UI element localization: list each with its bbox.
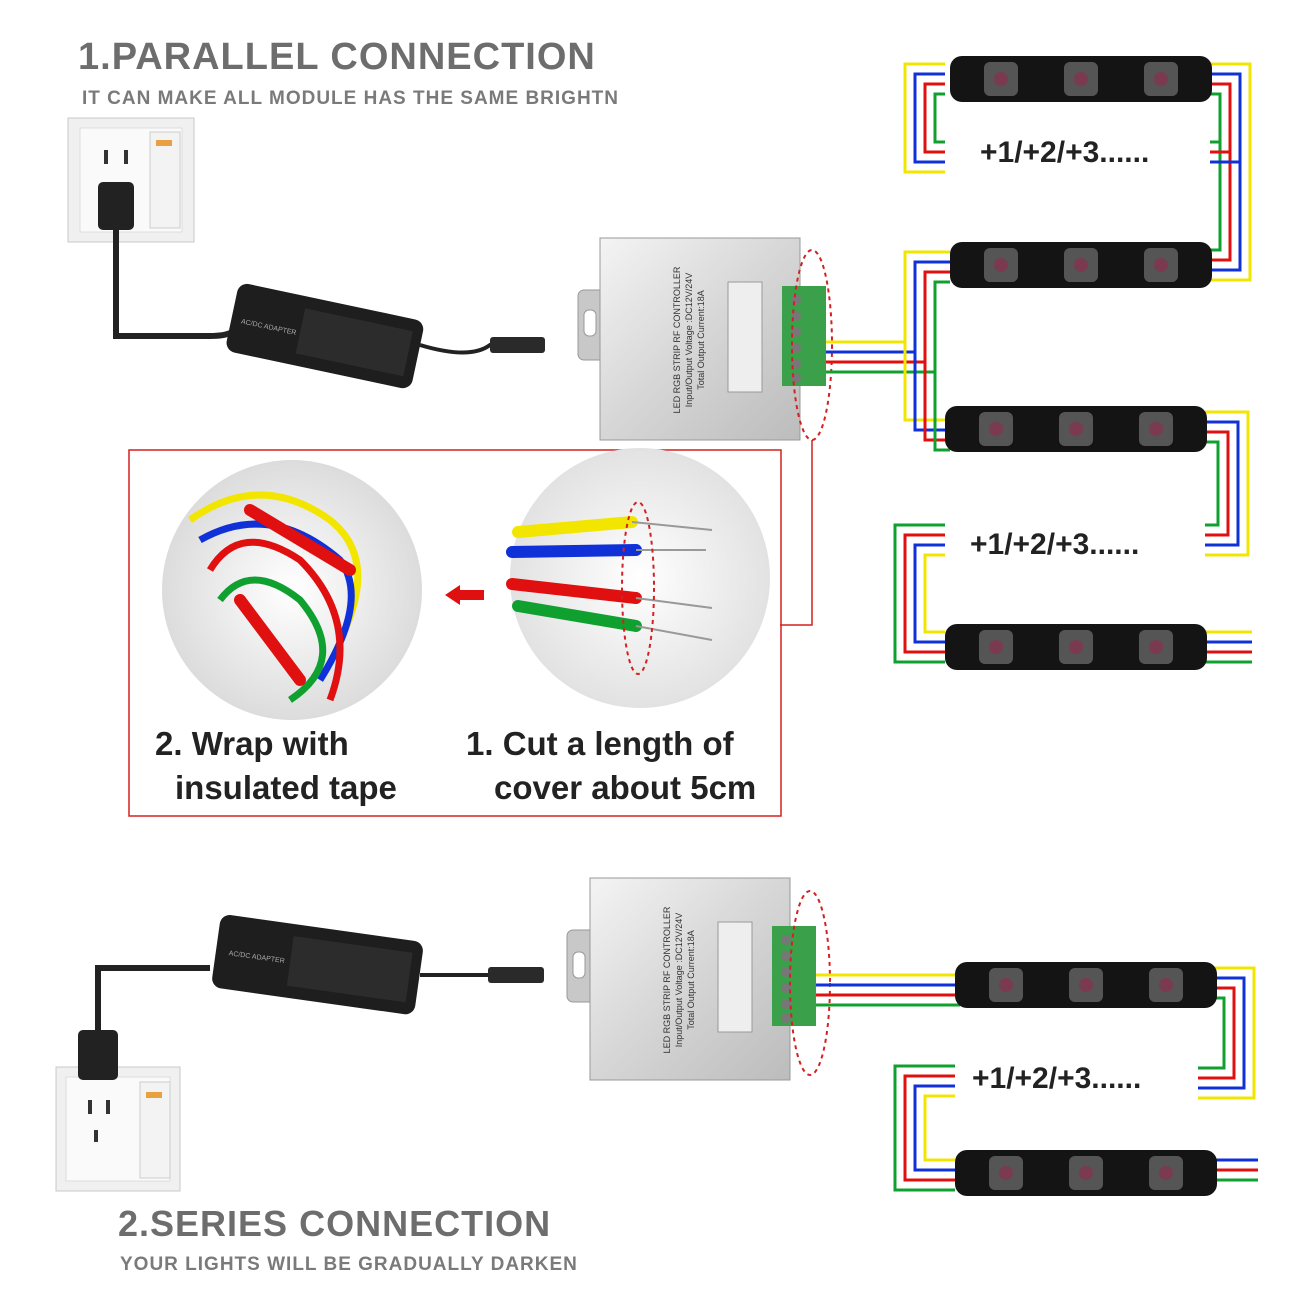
controller-line1: LED RGB STRIP RF CONTROLLER xyxy=(672,266,682,413)
series-subtitle: YOUR LIGHTS WILL BE GRADUALLY DARKEN xyxy=(120,1254,578,1275)
continuation-label: +1/+2/+3...... xyxy=(980,136,1150,169)
led-module xyxy=(955,1150,1217,1196)
wrap-step-line2: insulated tape xyxy=(175,769,397,806)
plug-bottom xyxy=(78,965,210,1080)
cut-step-line1: 1. Cut a length of xyxy=(466,725,734,762)
controller-line1: LED RGB STRIP RF CONTROLLER xyxy=(662,906,672,1053)
instruction-box xyxy=(128,449,782,817)
cut-wires-photo xyxy=(506,448,770,708)
controller-line3: Total Output Current:18A xyxy=(696,290,706,390)
controller-line2: Input/Output Voltage :DC12V/24V xyxy=(684,273,694,408)
power-adapter-bottom: AC/DC ADAPTER xyxy=(212,915,544,1015)
rgb-controller-top: LED RGB STRIP RF CONTROLLER Input/Output… xyxy=(577,237,826,441)
callout-line xyxy=(780,440,813,626)
led-module xyxy=(950,242,1212,288)
wrapped-wires-photo xyxy=(162,460,422,720)
led-module xyxy=(945,624,1207,670)
arrow-left-icon-shaft xyxy=(460,590,484,600)
terminal-highlight-top xyxy=(791,249,833,441)
led-module xyxy=(955,962,1217,1008)
arrow-left-icon xyxy=(445,585,460,605)
rgb-controller-bottom: LED RGB STRIP RF CONTROLLER Input/Output… xyxy=(566,877,816,1081)
controller-line2: Input/Output Voltage :DC12V/24V xyxy=(674,913,684,1048)
series-title: 2.SERIES CONNECTION xyxy=(118,1203,552,1244)
continuation-label: +1/+2/+3...... xyxy=(970,528,1140,561)
power-adapter-top: AC/DC ADAPTER xyxy=(226,283,545,389)
parallel-title: 1.PARALLEL CONNECTION xyxy=(78,36,596,78)
controller-line3: Total Output Current:18A xyxy=(686,930,696,1030)
controller-wires-top xyxy=(826,340,935,374)
series-wires xyxy=(816,966,1258,1192)
cut-step-line2: cover about 5cm xyxy=(494,769,757,806)
terminal-highlight-bottom xyxy=(789,890,831,1076)
led-module xyxy=(950,56,1212,102)
continuation-label: +1/+2/+3...... xyxy=(972,1062,1142,1095)
parallel-bus xyxy=(893,62,1252,664)
wrap-step-line1: 2. Wrap with xyxy=(155,725,349,762)
led-module xyxy=(945,406,1207,452)
wall-socket-bottom xyxy=(55,1066,181,1192)
parallel-subtitle: IT CAN MAKE ALL MODULE HAS THE SAME BRIG… xyxy=(82,88,619,109)
